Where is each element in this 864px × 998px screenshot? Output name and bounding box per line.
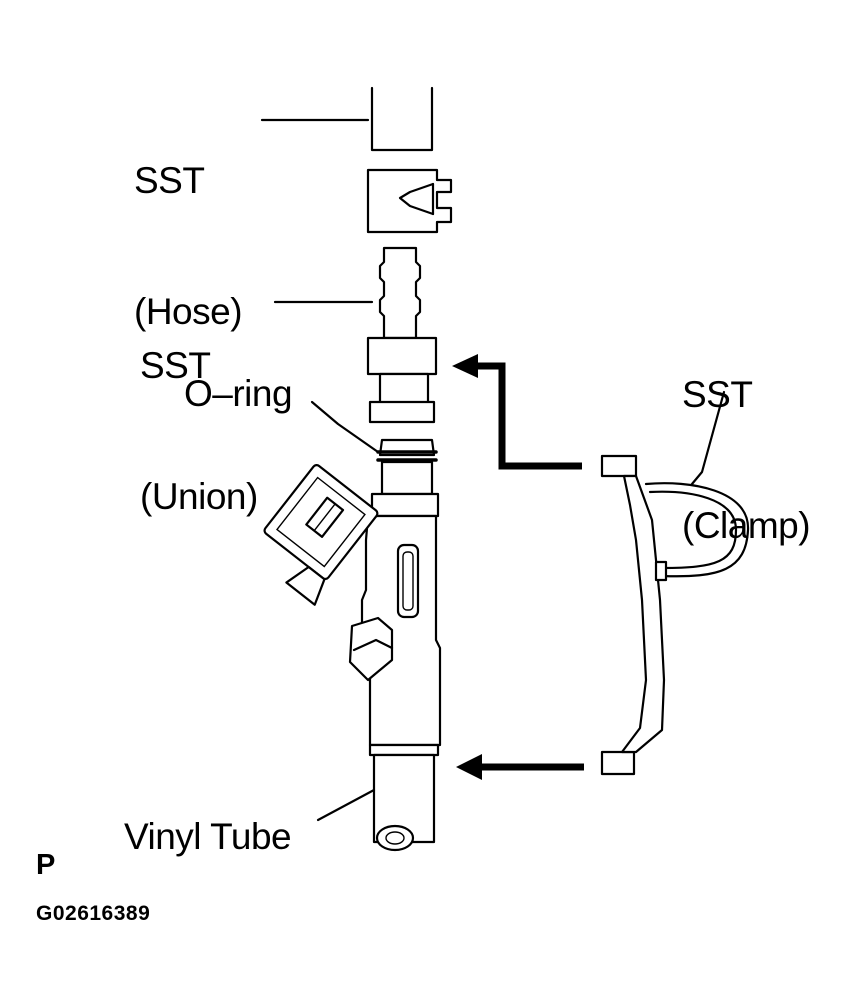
sst-hose-label-line1: SST <box>134 160 205 202</box>
sst-hose-label: SST (Hose) <box>134 72 243 421</box>
clamp-leader-line <box>690 390 726 486</box>
sst-clamp <box>600 454 750 776</box>
sst-clamp-label-line2: (Clamp) <box>682 505 811 547</box>
fuel-injector <box>348 438 442 852</box>
figure-code: G02616389 <box>36 902 151 925</box>
oring-label: O–ring <box>184 373 293 414</box>
sst-union-label: SST (Union) <box>140 257 258 606</box>
injector-connector <box>263 464 379 606</box>
sst-union <box>366 246 438 424</box>
sst-union-label-line2: (Union) <box>140 476 258 518</box>
sst-hose-label-line2: (Hose) <box>134 291 243 333</box>
sst-clamp-label: SST (Clamp) <box>682 286 811 635</box>
oring-leader-line <box>310 400 380 454</box>
page-marker: P <box>36 849 56 881</box>
vinyl-tube-leader-line <box>316 788 376 822</box>
upper-arrow <box>452 354 582 470</box>
lower-arrow <box>456 754 584 780</box>
sst-hose <box>370 86 434 152</box>
sst-union-label-line1: SST <box>140 345 211 387</box>
hose-adapter <box>366 168 453 234</box>
vinyl-tube-label: Vinyl Tube <box>124 816 292 857</box>
sst-clamp-label-line1: SST <box>682 374 753 416</box>
